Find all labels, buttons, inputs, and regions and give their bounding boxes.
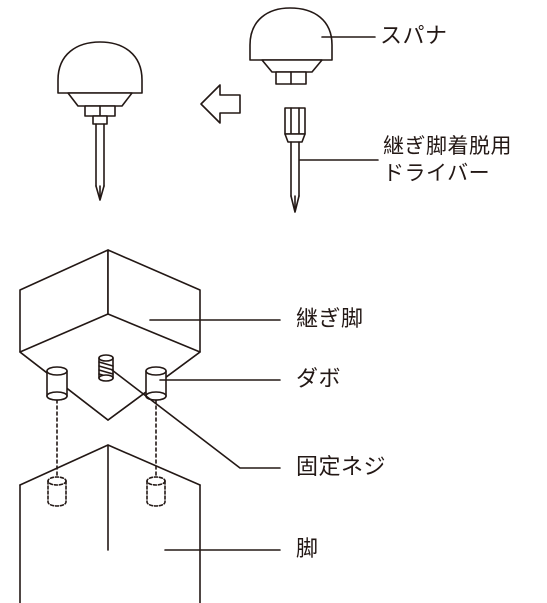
dowel-hole-left [47,476,67,507]
dowel-guide-lines [56,399,157,479]
dowel-right [145,366,167,401]
leg [19,444,201,603]
fixing-screw-label: 固定ネジ [296,455,387,480]
driver-label-line1: 継ぎ脚着脱用 [383,134,512,158]
joint-leg [19,249,201,421]
assembled-tool [57,41,143,201]
left-arrow-icon [200,84,241,124]
leg-label: 脚 [296,537,319,562]
fixing-screw [98,354,114,382]
joint-leg-label: 継ぎ脚 [296,307,364,332]
dowel-label: ダボ [296,367,342,392]
driver-label-line2: ドライバー [383,161,491,185]
spanner-label: スパナ [380,24,448,49]
driver-part [284,107,306,213]
dowel-hole-right [146,476,166,507]
screw-leader-line [111,369,281,469]
dowel-left [46,366,68,401]
spanner-part [249,7,333,85]
